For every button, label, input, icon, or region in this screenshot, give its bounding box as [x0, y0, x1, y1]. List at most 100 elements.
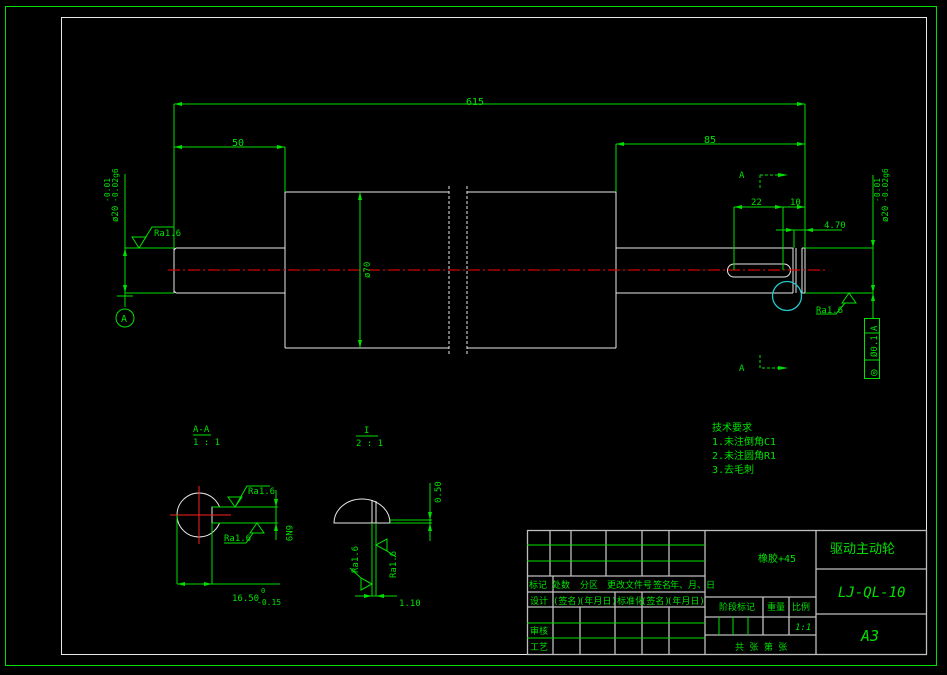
datum-a-leader: [117, 295, 133, 307]
right-tol-upper: -0.01: [873, 178, 882, 202]
arrowhead: [871, 293, 875, 301]
main-dimensions: [115, 102, 880, 379]
tb-stage-mark: 阶段标记: [719, 601, 755, 613]
tb-design-date: (年月日): [579, 595, 617, 607]
detail-i-depth-text: 0.50: [434, 481, 444, 503]
section-aa-roughness-top: [227, 485, 270, 508]
tb-header-date: 年、月、日: [670, 579, 715, 591]
detail-i-profile: [333, 498, 391, 524]
inner-frame: [61, 17, 927, 655]
tech-req-item: 3.去毛刺: [712, 464, 754, 476]
arrowhead: [805, 228, 813, 232]
outer-border: [5, 6, 937, 666]
arrowhead: [376, 594, 384, 598]
title-grid-v: [549, 530, 817, 654]
arrowhead: [428, 512, 432, 520]
tb-header-zone: 分区: [580, 580, 598, 591]
section-mark-bottom: [759, 355, 780, 369]
left-tol-lower: -0.02g6: [111, 168, 120, 202]
tb-standard-sign: (签名): [641, 595, 670, 607]
detail-i-roughness-right: [374, 538, 397, 558]
left-chamfer: [173, 247, 177, 294]
detail-i-width-text: 1.10: [399, 599, 421, 609]
title-grid-right: [705, 568, 926, 636]
tb-weight: 重量: [767, 601, 785, 613]
arrowhead: [778, 366, 788, 370]
section-aa-title: A-A: [193, 425, 210, 435]
dim-22-10-line: [733, 206, 805, 270]
dim-left-dia-line: [124, 174, 174, 300]
section-mark-top: [759, 174, 780, 188]
arrowhead: [778, 173, 788, 177]
dim-right-dia-line: [805, 175, 874, 318]
detail-i-scale: 2 : 1: [356, 439, 383, 449]
arrowhead: [204, 582, 212, 586]
dim-615-text: 615: [466, 97, 484, 108]
section-aa-depth-main: 16.50: [232, 594, 259, 604]
arrowhead: [734, 205, 742, 209]
tb-drawing-number: LJ-QL-10: [838, 585, 905, 601]
detail-i-roughness-right-text: Ra1.6: [389, 551, 399, 578]
tb-part-name: 驱动主动轮: [830, 542, 895, 557]
detail-i-roughness-left: [349, 567, 374, 591]
datum-a-text: A: [121, 314, 127, 325]
title-grid-green: [527, 544, 705, 639]
tb-scale-value: 1:1: [795, 623, 811, 633]
tb-design: 设计: [530, 595, 548, 607]
dim-50-text: 50: [232, 138, 244, 149]
section-aa-keywidth-text: 6N9: [283, 525, 293, 541]
dim-615-line: [173, 103, 806, 248]
section-aa-depth-lower: -0.15: [257, 598, 281, 607]
arrowhead: [123, 285, 127, 293]
datum-a-circle: [115, 308, 135, 328]
stage-mark-cells: [718, 617, 749, 635]
detail-i-title: I: [364, 426, 369, 436]
arrowhead: [358, 192, 362, 200]
section-aa-scale: 1 : 1: [193, 438, 220, 448]
arrowhead: [174, 145, 182, 149]
section-aa-keywidth-dim: [212, 490, 278, 540]
left-tol-upper: -0.01: [103, 178, 112, 202]
arrowhead: [797, 142, 805, 146]
detail-i-groove: [371, 500, 377, 523]
arrowhead: [358, 340, 362, 348]
tb-standard-date: (年月日): [667, 595, 705, 607]
dim-50-line: [174, 146, 286, 192]
title-grid-h: [527, 575, 705, 608]
dim-470-line: [776, 229, 842, 248]
section-aa-roughness-bottom-text: Ra1.6: [224, 534, 251, 544]
arrowhead: [428, 523, 432, 531]
section-aa-view: [170, 434, 280, 586]
gdt-symbol: ◎: [867, 369, 880, 376]
arrowhead: [871, 240, 875, 248]
tb-material: 橡胶+45: [758, 552, 796, 565]
gdt-frame: [864, 318, 880, 379]
arrowhead: [871, 285, 875, 293]
section-mark-bottom-text: A: [739, 364, 745, 374]
section-aa-roughness-top-text: Ra1.6: [248, 487, 275, 497]
arrowhead: [364, 594, 372, 598]
tb-header-count: 处数: [552, 579, 570, 591]
section-aa-centerlines: [170, 486, 231, 544]
detail-i-roughness-left-text: Ra1.6: [351, 546, 361, 573]
dim-10-text: 10: [790, 198, 801, 208]
title-block: [526, 529, 928, 656]
tb-review: 审核: [530, 625, 548, 637]
section-aa-depth-dim: [176, 515, 280, 585]
roughness-symbol-left: [131, 226, 174, 249]
gdt-datum-text: A: [870, 325, 880, 331]
arrowhead: [616, 142, 624, 146]
arrowhead: [123, 248, 127, 256]
section-aa-roughness-bottom: [224, 522, 265, 544]
tb-process: 工艺: [530, 642, 548, 653]
tb-header-mark: 标记: [529, 579, 547, 591]
roughness-left-text: Ra1.6: [154, 229, 181, 239]
left-tol-main: ø20: [111, 206, 121, 222]
dim-85-line: [615, 143, 805, 192]
arrowhead: [797, 102, 805, 106]
arrowhead: [786, 228, 794, 232]
section-mark-top-text: A: [739, 171, 745, 181]
arrowhead: [177, 582, 185, 586]
gdt-tolerance-text: Ø0.1: [869, 335, 880, 357]
